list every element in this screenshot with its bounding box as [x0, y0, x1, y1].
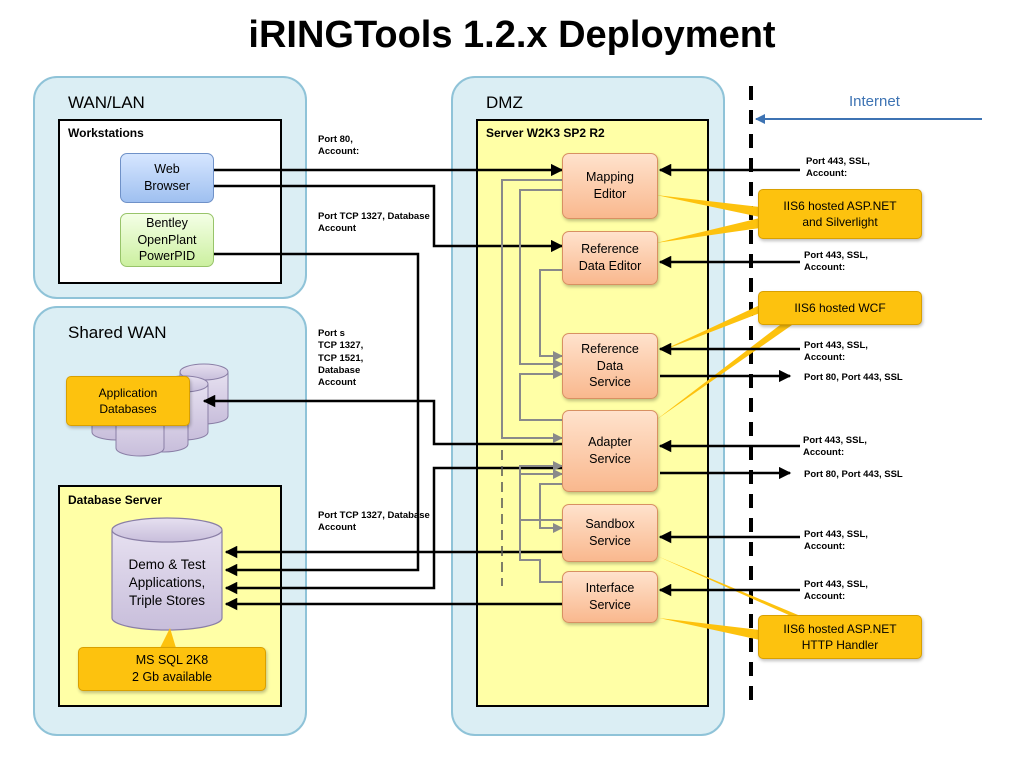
int-interface-adapter [519, 469, 563, 583]
aspnet-http-handler-callout: IIS6 hosted ASP.NET HTTP Handler [758, 615, 922, 659]
port-label-adapter-out: Port 80, Port 443, SSL [804, 469, 903, 480]
shared-wan-label: Shared WAN [68, 323, 167, 342]
int-mapping-refservice [519, 189, 563, 369]
port-label-sandbox: Port 443, SSL, Account: [804, 529, 868, 553]
demo-db-label: Demo & Test Applications, Triple Stores [128, 557, 206, 608]
port-label-refeditor: Port 443, SSL, Account: [804, 250, 868, 274]
wcf-callout: IIS6 hosted WCF [758, 291, 922, 325]
demo-test-database-cylinder [111, 517, 223, 631]
aspnet-silverlight-callout: IIS6 hosted ASP.NET and Silverlight [758, 189, 922, 239]
ports-multi-label: Port s TCP 1327, TCP 1521, Database Acco… [318, 328, 364, 389]
port-tcp1327-label-b: Port TCP 1327, Database Account [318, 510, 430, 534]
adapter-service-node: Adapter Service [562, 410, 658, 492]
conn-browser-refeditor [214, 184, 564, 253]
ms-sql-callout: MS SQL 2K8 2 Gb available [78, 647, 266, 691]
int-adapter-sandbox [539, 483, 563, 533]
port-label-refservice: Port 443, SSL, Account: [804, 340, 868, 364]
port-label-adapter: Port 443, SSL, Account: [803, 435, 867, 459]
port-label-mapping: Port 443, SSL, Account: [806, 156, 870, 180]
reference-data-editor-node: Reference Data Editor [562, 231, 658, 285]
conn-adapter-appdb [202, 394, 562, 446]
server-label: Server W2K3 SP2 R2 [486, 126, 605, 140]
port-label-refservice-out: Port 80, Port 443, SSL [804, 372, 903, 383]
application-databases-label: Application Databases [66, 376, 190, 426]
interface-service-node: Interface Service [562, 571, 658, 623]
int-adapter-refservice [519, 369, 563, 421]
int-mapping-adapter [501, 179, 563, 443]
reference-data-service-node: Reference Data Service [562, 333, 658, 399]
conn-openplant-db [214, 252, 420, 577]
internet-label: Internet [849, 93, 900, 110]
conn-adapter-demodb [224, 466, 562, 595]
database-server-label: Database Server [68, 493, 163, 507]
sandbox-service-node: Sandbox Service [562, 504, 658, 562]
workstations-label: Workstations [68, 126, 144, 140]
page-title: iRINGTools 1.2.x Deployment [248, 14, 776, 56]
wan-lan-label: WAN/LAN [68, 93, 145, 112]
int-refeditor-refservice [539, 269, 563, 361]
port-80-label: Port 80, Account: [318, 134, 360, 158]
openplant-node: Bentley OpenPlant PowerPID [120, 213, 214, 267]
port-label-interface: Port 443, SSL, Account: [804, 579, 868, 603]
web-browser-node: Web Browser [120, 153, 214, 203]
mapping-editor-node: Mapping Editor [562, 153, 658, 219]
dmz-label: DMZ [486, 93, 523, 112]
port-tcp1327-label-a: Port TCP 1327, Database Account [318, 211, 430, 235]
